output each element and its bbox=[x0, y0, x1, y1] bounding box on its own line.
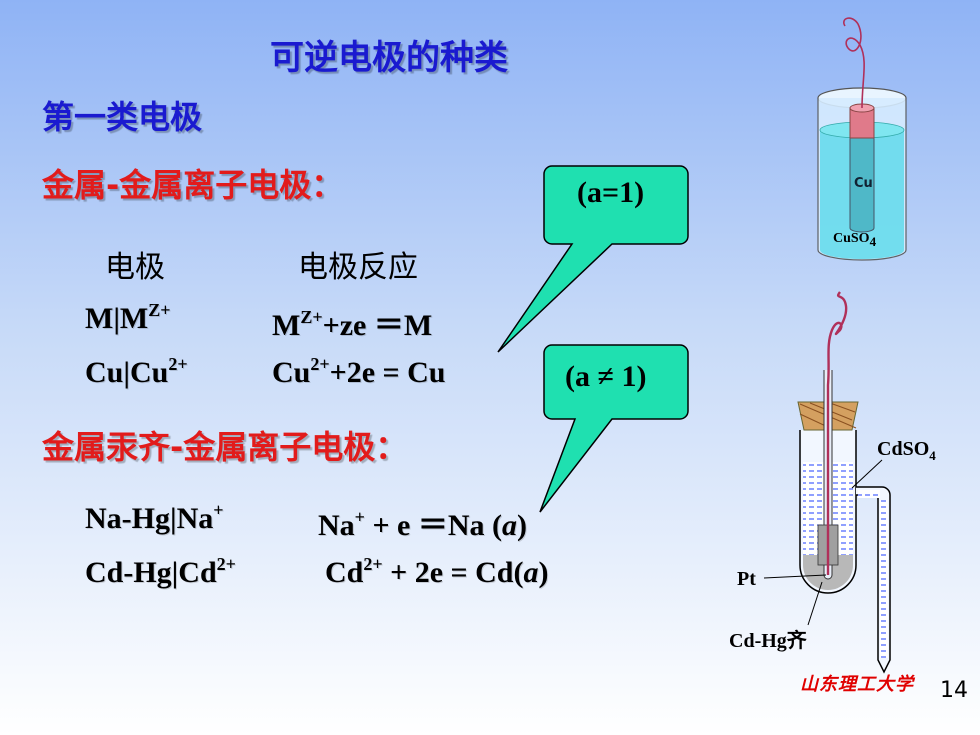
row1-electrode: M|MZ+ bbox=[85, 300, 171, 335]
row2-reaction: Cu2++2e = Cu bbox=[272, 354, 446, 389]
callout-activity-not-one-shape bbox=[539, 344, 689, 513]
column-reaction: 电极反应 bbox=[298, 250, 418, 285]
callout-activity-one: (a=1) bbox=[577, 176, 645, 209]
beaker-solution-label: CuSO4 bbox=[833, 231, 877, 249]
row1-reaction: MZ++ze ＝M bbox=[272, 307, 433, 342]
heading-first-kind: 第一类电极 bbox=[42, 98, 203, 136]
cadmium-cell-diagram bbox=[763, 291, 891, 674]
beaker-diagram bbox=[817, 17, 907, 261]
school-name: 山东理工大学 bbox=[800, 674, 914, 695]
page-title: 可逆电极的种类 bbox=[270, 38, 508, 78]
row2-electrode: Cu|Cu2+ bbox=[85, 354, 188, 389]
row3-reaction: Na+ + e ＝Na (a) bbox=[318, 507, 528, 542]
cell-wire-label: Pt bbox=[737, 568, 756, 590]
row3-electrode: Na-Hg|Na+ bbox=[85, 500, 224, 535]
callout-activity-one-shape bbox=[497, 165, 689, 353]
column-electrode: 电极 bbox=[105, 250, 165, 285]
row4-reaction: Cd2+ + 2e = Cd(a) bbox=[325, 554, 549, 589]
page-number: 14 bbox=[940, 678, 968, 703]
heading-amalgam: 金属汞齐-金属离子电极： bbox=[42, 428, 408, 466]
callout-activity-not-one: (a ≠ 1) bbox=[565, 360, 647, 393]
row4-electrode: Cd-Hg|Cd2+ bbox=[85, 554, 236, 589]
heading-metal-ion: 金属-金属离子电极： bbox=[42, 166, 344, 204]
beaker-electrode-label: Cu bbox=[854, 176, 873, 191]
cell-amalgam-label: Cd-Hg齐 bbox=[729, 630, 807, 652]
cell-solution-label: CdSO4 bbox=[877, 438, 936, 463]
